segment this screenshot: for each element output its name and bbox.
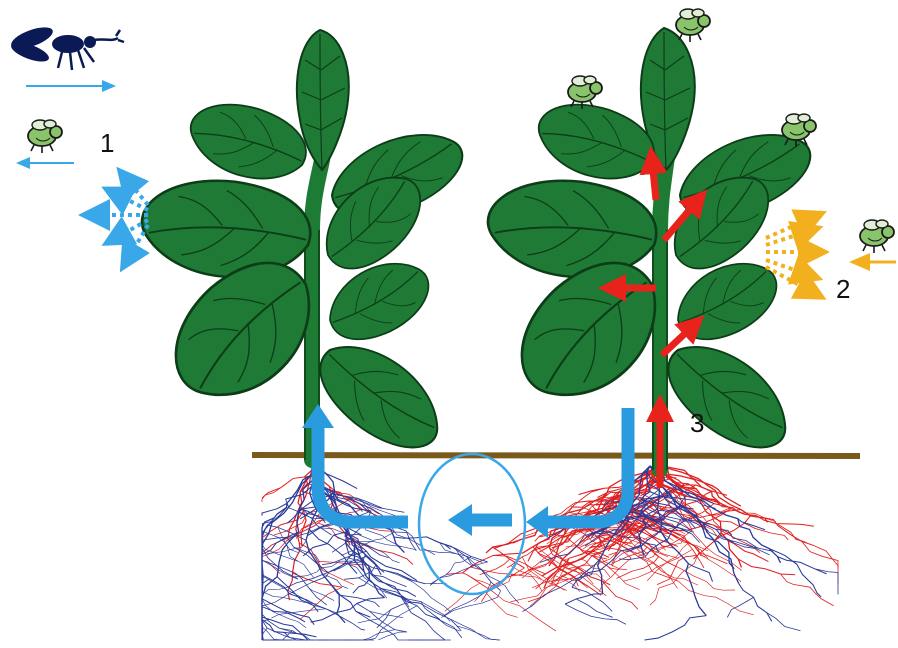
herbivore-insect-icon — [860, 220, 894, 253]
root-strand — [271, 609, 325, 618]
wasp-icon — [9, 23, 124, 70]
herbivore-insect-icon — [28, 120, 62, 153]
root-strand — [338, 593, 380, 607]
root-strand — [738, 519, 765, 530]
herbivore-insect-icon — [676, 9, 710, 42]
root-strand — [650, 552, 699, 605]
root-strand — [262, 488, 281, 502]
root-strand — [357, 603, 407, 631]
root-strand — [777, 557, 826, 574]
root-strand — [262, 588, 286, 600]
root-strand — [623, 549, 692, 581]
label-2: 2 — [836, 274, 850, 304]
root-strand — [378, 632, 407, 640]
right-plant — [482, 28, 822, 470]
roots-network — [262, 466, 838, 640]
root-strand — [262, 576, 337, 613]
flow-arrowhead-right — [526, 506, 548, 538]
root-strand — [777, 524, 807, 543]
root-strand — [377, 602, 412, 628]
root-strand — [767, 613, 801, 631]
root-strand — [576, 599, 613, 617]
root-strand — [638, 556, 698, 585]
left-leaf-lower-right-2 — [304, 324, 456, 468]
label-3: 3 — [690, 408, 704, 438]
root-strand — [644, 616, 706, 640]
root-strand — [738, 559, 795, 575]
root-strand — [467, 575, 495, 587]
root-strand — [353, 579, 370, 593]
root-strand — [565, 604, 626, 624]
soil-surface-line — [252, 455, 860, 456]
root-strand — [802, 541, 838, 568]
roots-red — [262, 466, 838, 631]
root-strand — [481, 568, 524, 602]
flow-arrowhead-middle — [448, 504, 472, 536]
root-strand — [300, 587, 342, 619]
root-strand — [727, 597, 753, 617]
root-strand — [438, 542, 501, 591]
root-strand — [358, 609, 391, 622]
label-1: 1 — [100, 128, 114, 158]
root-strand — [420, 603, 461, 631]
root-strand — [493, 592, 556, 631]
root-strand — [450, 619, 500, 640]
root-strand — [814, 546, 838, 584]
root-strand — [815, 569, 838, 594]
root-strand — [678, 581, 753, 615]
left-plant — [136, 30, 474, 468]
root-strand — [668, 562, 735, 590]
volatile-signal-blue — [90, 176, 148, 262]
root-strand — [262, 599, 306, 628]
red-arrow-top — [652, 160, 656, 200]
root-strand — [370, 611, 403, 617]
root-strand — [309, 588, 334, 600]
left-leaf-upper-left — [180, 89, 315, 194]
root-strand — [602, 581, 638, 609]
root-strand — [739, 583, 772, 621]
root-strand — [344, 630, 395, 640]
